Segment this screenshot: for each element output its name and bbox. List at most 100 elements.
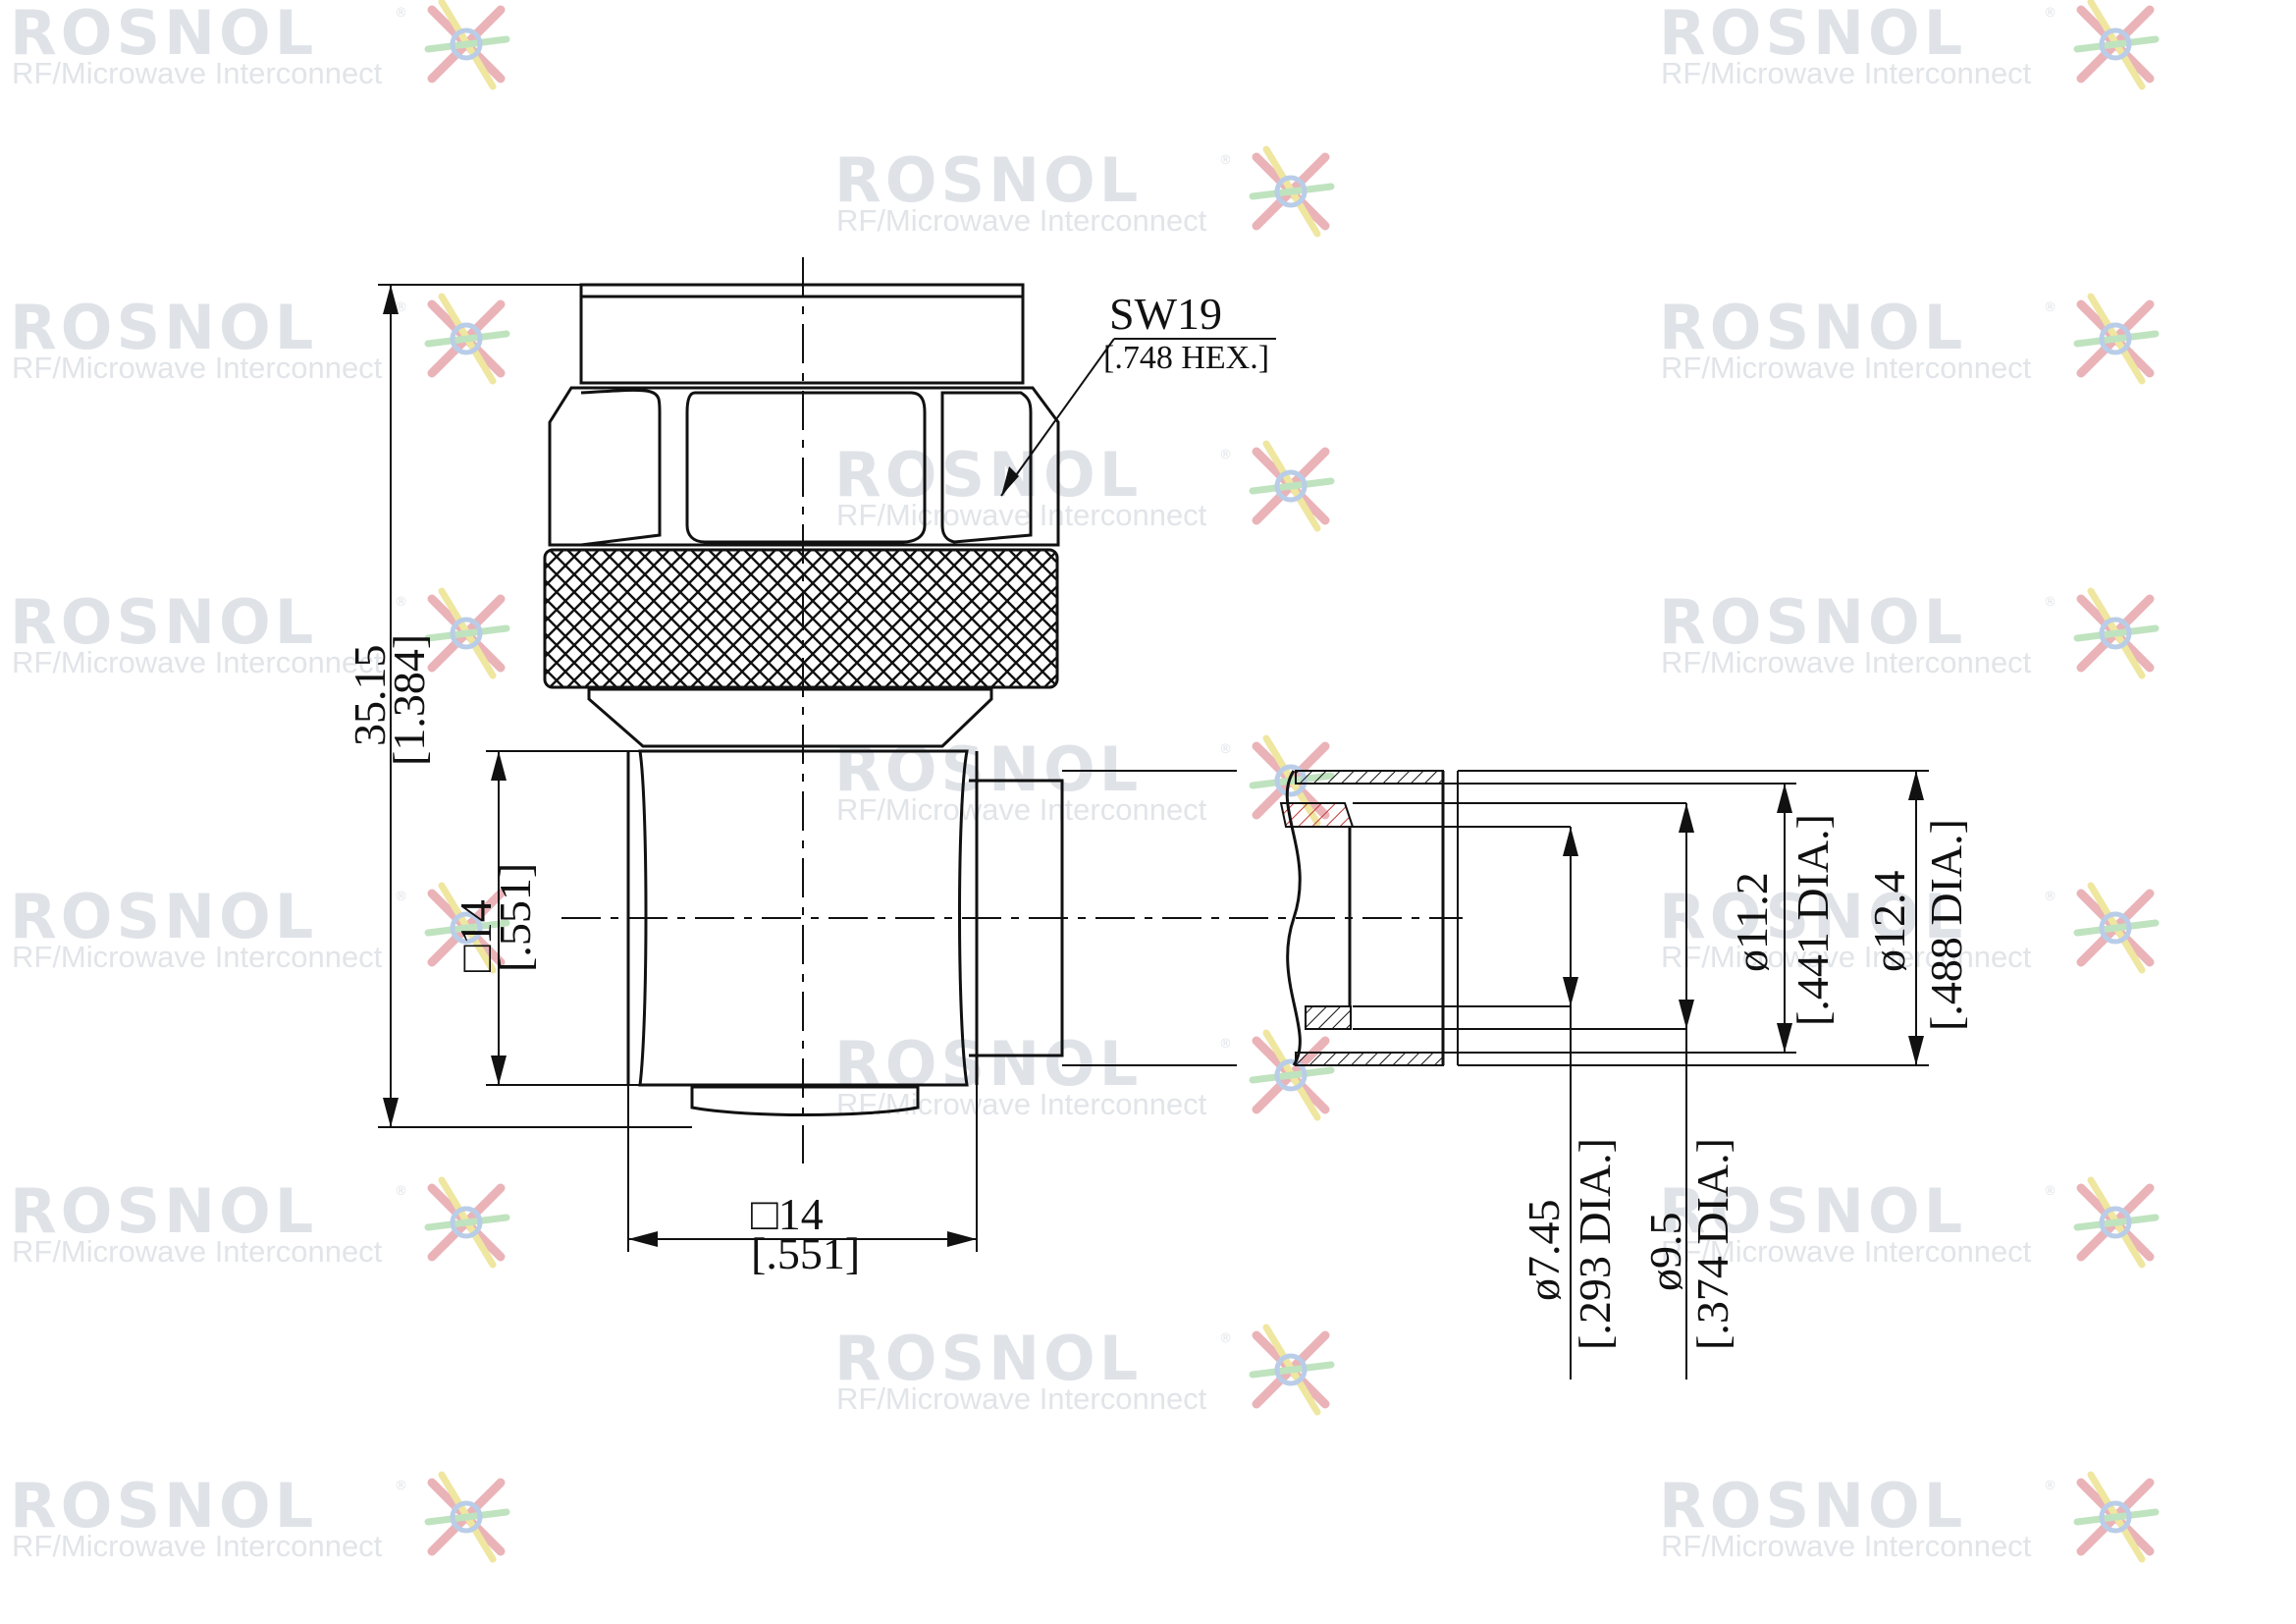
watermark-tagline: RF/Microwave Interconnect [12, 1234, 383, 1269]
watermark-brand: ROSNOL [834, 1323, 1142, 1394]
wrench-size-imperial-label: [.748 HEX.] [1103, 340, 1269, 376]
watermark-registered-mark: ® [2044, 6, 2056, 21]
watermark-tagline: RF/Microwave Interconnect [1661, 645, 2032, 679]
bore-12-4-imperial-label: [.488 DIA.] [1921, 819, 1971, 1031]
watermark-registered-mark: ® [395, 1184, 407, 1199]
watermark-tagline: RF/Microwave Interconnect [12, 56, 383, 90]
watermark-registered-mark: ® [1219, 742, 1232, 757]
top-cap [579, 283, 1025, 385]
watermark-logo-icon [1253, 1327, 1331, 1412]
body-width-imperial-label: [.551] [751, 1228, 860, 1278]
watermark-registered-mark: ® [395, 595, 407, 610]
watermark-brand: ROSNOL [834, 144, 1142, 216]
body-width-label: □14 [751, 1189, 824, 1239]
watermark-tagline: RF/Microwave Interconnect [836, 1087, 1207, 1121]
bottom-stub [690, 1085, 920, 1116]
watermark-brand: ROSNOL [10, 586, 317, 658]
watermark: ROSNOL ® RF/Microwave Interconnect [1659, 292, 2156, 385]
body-block [638, 749, 969, 1087]
watermark: ROSNOL ® RF/Microwave Interconnect [10, 1175, 507, 1269]
overall-length-imperial-label: [1.384] [384, 634, 434, 766]
watermark-brand: ROSNOL [1659, 881, 1966, 952]
watermark-tagline: RF/Microwave Interconnect [836, 498, 1207, 532]
watermark-tagline: RF/Microwave Interconnect [1661, 56, 2032, 90]
watermark-logo-icon [2077, 2, 2156, 86]
watermark-brand: ROSNOL [1659, 1175, 1966, 1247]
watermark: ROSNOL®RF/Microwave Interconnect [10, 0, 507, 90]
hex-nut [548, 386, 1060, 547]
watermark-logo-icon [2077, 591, 2156, 676]
watermark-brand: ROSNOL [10, 292, 317, 363]
watermark-brand: ROSNOL [1659, 586, 1966, 658]
watermark: ROSNOL®RF/Microwave Interconnect [834, 1323, 1331, 1416]
watermark-tagline: RF/Microwave Interconnect [1661, 351, 2032, 385]
watermark-logo-icon [1253, 1033, 1331, 1117]
watermark-tagline: RF/Microwave Interconnect [12, 645, 383, 679]
watermark-tagline: RF/Microwave Interconnect [836, 1381, 1207, 1416]
body-height-imperial-label: [.551] [490, 863, 540, 972]
watermark-logo-icon [428, 591, 507, 676]
neck [587, 687, 993, 748]
body-height-label: □14 [451, 899, 501, 972]
watermark: ROSNOL ® RF/Microwave Interconnect [10, 881, 507, 974]
watermark-brand: ROSNOL [10, 1175, 317, 1247]
wrench-size-label: SW19 [1109, 289, 1222, 339]
watermark: ROSNOL ® RF/Microwave Interconnect [10, 586, 507, 679]
watermark: ROSNOL ® RF/Microwave Interconnect [1659, 586, 2156, 679]
connector-side-view [543, 257, 1463, 1164]
watermark-brand: ROSNOL [1659, 0, 1966, 69]
watermark-logo-icon [2077, 886, 2156, 970]
watermark-brand: ROSNOL [10, 1470, 317, 1542]
watermark-tagline: RF/Microwave Interconnect [836, 792, 1207, 827]
watermark: ROSNOL®RF/Microwave Interconnect [834, 1028, 1331, 1121]
watermark-tagline: RF/Microwave Interconnect [1661, 1234, 2032, 1269]
watermark: ROSNOL ® RF/Microwave Interconnect [834, 144, 1331, 238]
watermark-logo-icon [428, 1475, 507, 1559]
bore-11-2-label: ø11.2 [1727, 872, 1777, 972]
bore-7-45-label: ø7.45 [1519, 1200, 1569, 1302]
knurled-ring [543, 548, 1059, 689]
watermark-brand: ROSNOL [10, 881, 317, 952]
watermark-logo-icon [2077, 297, 2156, 381]
bore-9-5-label: ø9.5 [1640, 1213, 1690, 1292]
watermark-registered-mark: ® [395, 890, 407, 904]
watermark-brand: ROSNOL [10, 0, 317, 69]
watermark-logo-icon [1253, 149, 1331, 234]
watermark-tagline: RF/Microwave Interconnect [12, 351, 383, 385]
watermark-tagline: RF/Microwave Interconnect [836, 203, 1207, 238]
dimension-labels: SW19 [.748 HEX.] 35.15 [1.384] □14 [.551… [345, 289, 1971, 1350]
overall-length-label: 35.15 [345, 645, 395, 747]
watermark: ROSNOL ® RF/Microwave Interconnect [1659, 1175, 2156, 1269]
watermark-logo-icon [428, 2, 507, 86]
watermark-registered-mark: ® [1219, 153, 1232, 168]
watermark-registered-mark: ® [395, 1479, 407, 1493]
watermark-registered-mark: ® [2044, 1184, 2056, 1199]
bore-11-2-imperial-label: [.441 DIA.] [1788, 814, 1838, 1026]
cable-cross-section [1062, 770, 1929, 1066]
watermark-registered-mark: ® [2044, 890, 2056, 904]
watermark-brand: ROSNOL [1659, 1470, 1966, 1542]
watermark: ROSNOL®RF/Microwave Interconnect [10, 292, 507, 385]
watermark-logo-icon [1253, 444, 1331, 528]
watermark-tagline: RF/Microwave Interconnect [1661, 1529, 2032, 1563]
watermark-brand: ROSNOL [834, 439, 1142, 511]
watermark-tagline: RF/Microwave Interconnect [12, 940, 383, 974]
watermark-registered-mark: ® [2044, 300, 2056, 315]
watermark: ROSNOL®RF/Microwave Interconnect [1659, 881, 2156, 974]
watermark-brand: ROSNOL [1659, 292, 1966, 363]
watermark: ROSNOL ® RF/Microwave Interconnect [1659, 1470, 2156, 1563]
bore-7-45-imperial-label: [.293 DIA.] [1570, 1138, 1620, 1350]
watermark-logo-icon [2077, 1180, 2156, 1265]
dimension-lines [378, 284, 1924, 1380]
watermark-layer: ROSNOL®RF/Microwave InterconnectROSNOL®R… [10, 0, 2156, 1563]
watermark-registered-mark: ® [2044, 595, 2056, 610]
watermark: ROSNOL ® RF/Microwave Interconnect [834, 439, 1331, 532]
watermark: ROSNOL ® RF/Microwave Interconnect [1659, 0, 2156, 90]
watermark-logo-icon [2077, 1475, 2156, 1559]
watermark-logo-icon [428, 297, 507, 381]
watermark-registered-mark: ® [1219, 448, 1232, 462]
watermark-registered-mark: ® [2044, 1479, 2056, 1493]
bore-12-4-label: ø12.4 [1864, 871, 1914, 973]
watermark: ROSNOL®RF/Microwave Interconnect [10, 1470, 507, 1563]
